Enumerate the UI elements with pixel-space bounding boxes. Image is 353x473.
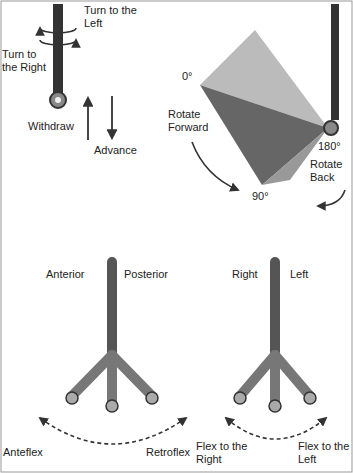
advance-arrow <box>111 96 113 138</box>
direction-label: Right <box>232 268 268 281</box>
scope-up-down <box>72 262 152 402</box>
withdraw-arrow <box>87 98 89 140</box>
rotate-forward-arrow <box>192 142 238 190</box>
direction-label: Rotate Forward <box>168 108 216 133</box>
scope-tips <box>234 392 316 412</box>
direction-label: Anteflex <box>3 446 59 459</box>
direction-label: 0° <box>182 70 202 83</box>
rotation-fan <box>200 4 338 185</box>
turn-left-arrow <box>40 28 76 33</box>
direction-label: 90° <box>252 190 280 203</box>
rotate-back-arrow <box>318 190 345 206</box>
direction-label: Advance <box>94 144 150 157</box>
direction-label: Flex to the Left <box>298 440 350 465</box>
direction-label: Flex to the Right <box>196 440 252 465</box>
scope-left-right <box>240 262 310 402</box>
direction-label: Withdraw <box>28 120 82 133</box>
scope-tips <box>66 392 158 412</box>
direction-label: Left <box>290 268 326 281</box>
direction-label: Posterior <box>124 268 184 281</box>
turn-right-arrow <box>40 40 76 45</box>
direction-label: Anterior <box>46 268 102 281</box>
direction-label: Turn to the Right <box>2 48 50 73</box>
flex-arc-arrow <box>40 418 186 444</box>
flex-arc-arrow <box>226 418 326 439</box>
scope-shaft <box>50 4 66 108</box>
direction-label: Rotate Back <box>310 158 350 183</box>
direction-label: Turn to the Left <box>84 4 140 29</box>
direction-label: 180° <box>318 140 350 153</box>
